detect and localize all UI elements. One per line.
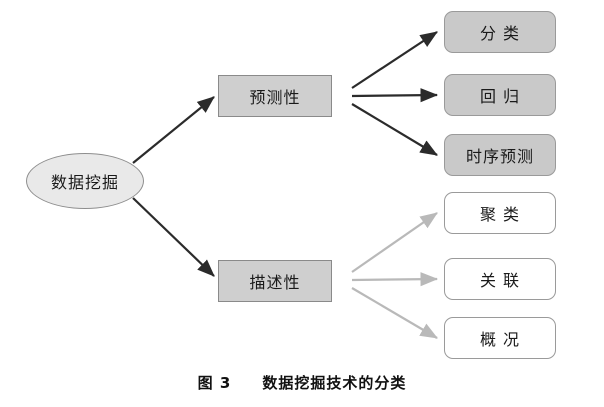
figure-caption: 图 3 数据挖掘技术的分类	[0, 372, 604, 393]
node-leaf-clustering-label: 聚 类	[479, 205, 521, 224]
node-leaf-summarization: 概 况	[444, 317, 556, 359]
node-leaf-clustering: 聚 类	[444, 192, 556, 234]
node-root-label: 数据挖掘	[50, 173, 119, 192]
node-leaf-regression-label: 回 归	[479, 87, 521, 106]
node-leaf-time-series: 时序预测	[444, 134, 556, 176]
figure-caption-text: 数据挖掘技术的分类	[262, 374, 407, 392]
node-leaf-association: 关 联	[444, 258, 556, 300]
node-leaf-association-label: 关 联	[479, 271, 521, 290]
node-leaf-summarization-label: 概 况	[479, 330, 521, 349]
node-leaf-time-series-label: 时序预测	[465, 147, 534, 166]
node-branch-descriptive-label: 描述性	[249, 273, 301, 292]
node-leaf-regression: 回 归	[444, 74, 556, 116]
node-branch-predictive-label: 预测性	[249, 88, 301, 107]
diagram-canvas: 数据挖掘 预测性 描述性 分 类 回 归 时序预测 聚 类 关 联 概 况	[26, 11, 556, 359]
node-branch-descriptive: 描述性	[218, 260, 332, 302]
node-leaf-classification-label: 分 类	[479, 24, 521, 43]
diagram-edges	[132, 31, 439, 339]
node-branch-predictive: 预测性	[218, 75, 332, 117]
figure-caption-label: 图 3	[197, 374, 232, 392]
node-root: 数据挖掘	[26, 153, 144, 209]
node-leaf-classification: 分 类	[444, 11, 556, 53]
